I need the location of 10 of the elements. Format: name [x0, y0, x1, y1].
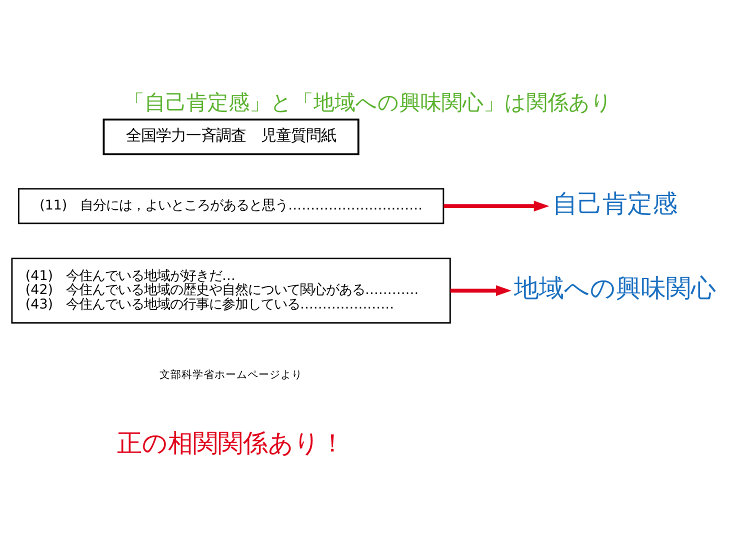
arrow — [444, 200, 550, 212]
node-text: 自己肯定感 — [552, 189, 678, 218]
arrow — [450, 285, 512, 296]
label: 正の相関関係あり！ — [117, 428, 346, 458]
node-text: 地域への興味関心 — [514, 274, 716, 303]
diagram-title: 「自己肯定感」と「地域への興味関心」は関係あり — [124, 90, 612, 115]
node-box: (11) 自分には，よいところがあると思う………………………… — [18, 188, 444, 224]
label: 文部科学省ホームページより — [160, 368, 303, 381]
node-box: (41) 今住んでいる地域が好きだ… (42) 今住んでいる地域の歴史や自然について関心がある………… (43) 今住んでいる地域の行事に参加している………………… — [11, 258, 451, 324]
node-box: 全国学力一斉調査 児童質問紙 — [102, 118, 360, 156]
